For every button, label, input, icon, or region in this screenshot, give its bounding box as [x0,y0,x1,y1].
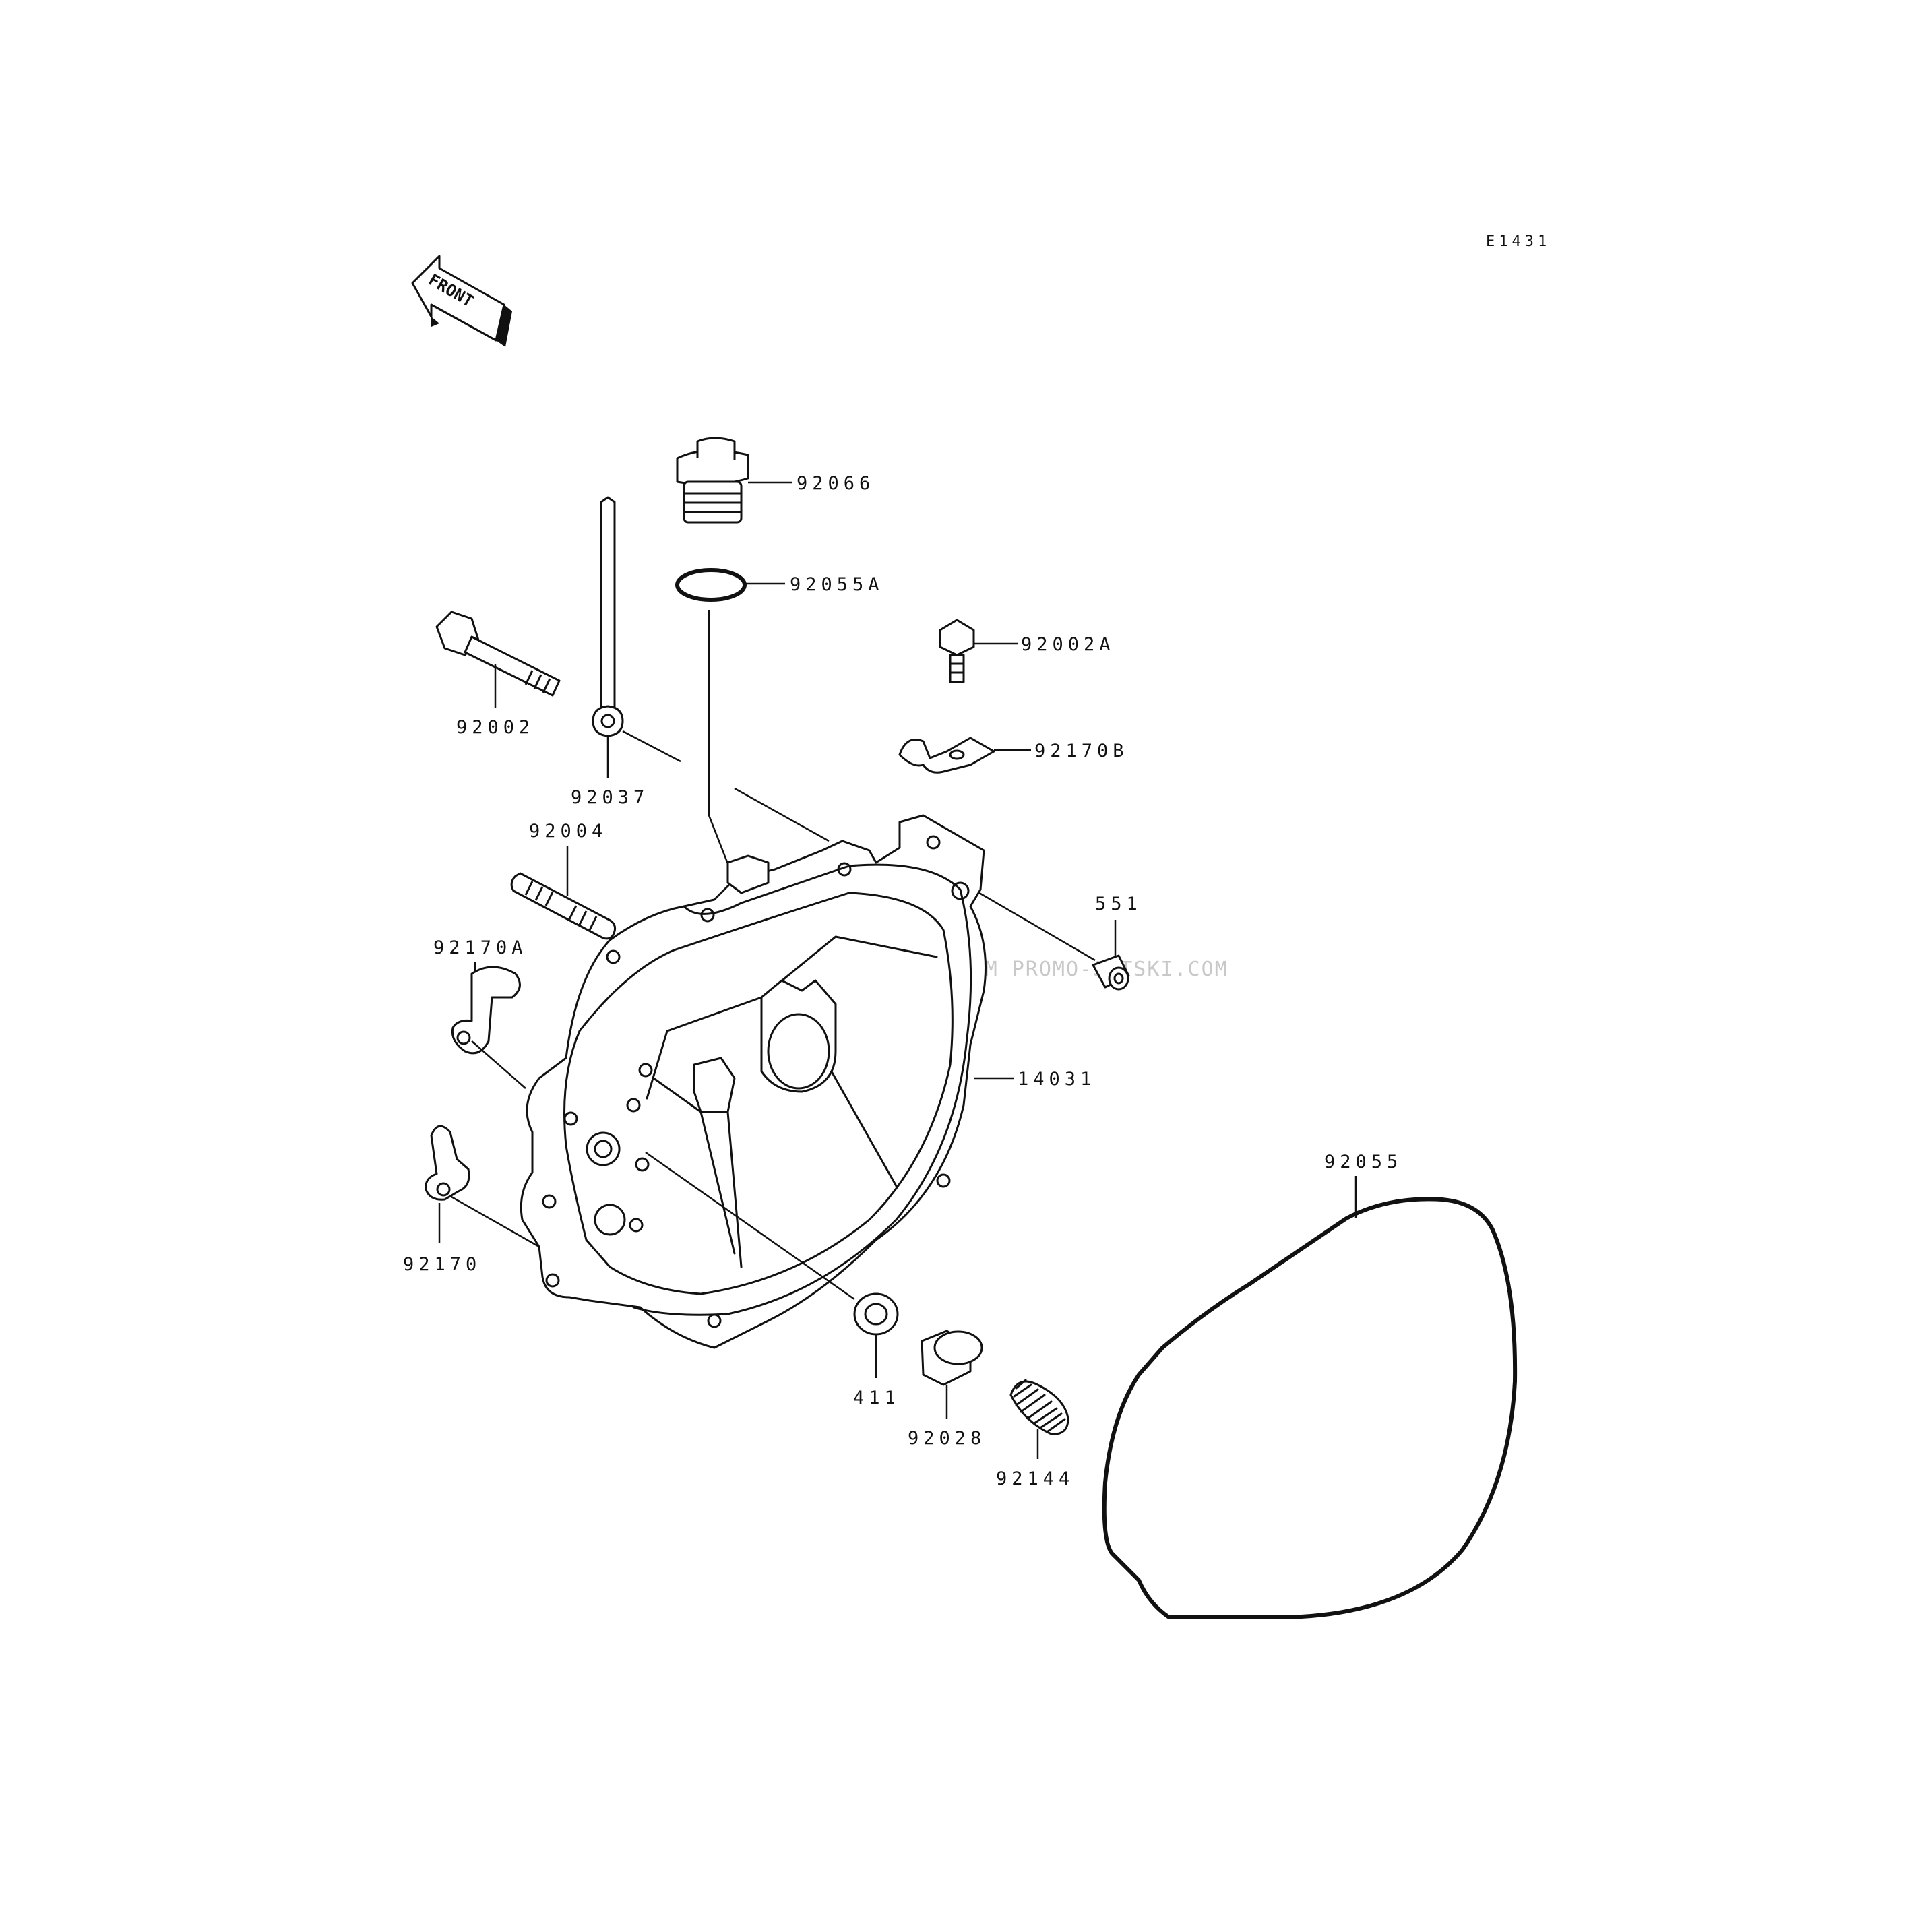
assembly-line-92037-a [622,730,681,763]
assembly-line-92037-b [734,787,830,842]
bolt-92002-icon [435,611,561,697]
collar-551-icon [1092,954,1130,991]
part-label-92037: 92037 [571,787,649,808]
assembly-line-92170a [471,1040,526,1089]
assembly-line-411 [645,1151,855,1301]
part-label-92055a: 92055A [790,574,884,595]
clamp-92170-icon [425,1125,470,1201]
dipstick-92037-icon [592,496,624,737]
part-label-92002a: 92002A [1021,634,1115,655]
bushing-92028-icon [921,1330,983,1386]
assembly-line-92170 [449,1195,540,1248]
assembly-line-551 [975,890,1096,962]
part-label-92028: 92028 [908,1428,986,1449]
clamp-92170b-icon [898,737,995,774]
cover-14031-icon [520,814,987,1349]
part-label-92170a: 92170A [433,937,528,958]
assembly-line-92055a [708,610,739,890]
part-label-92004: 92004 [529,821,607,842]
o-ring-92055a-icon [675,568,747,602]
washer-411-icon [853,1292,899,1336]
bolt-92002a-icon [939,619,975,683]
clamp-92170a-icon [451,966,521,1055]
part-label-92055: 92055 [1324,1152,1402,1173]
part-label-551: 551 [1095,894,1142,914]
part-label-92002: 92002 [456,717,534,738]
part-label-92066: 92066 [797,473,875,494]
stud-92004-icon [510,872,616,940]
part-label-92170: 92170 [403,1254,481,1275]
part-label-92170b: 92170B [1034,741,1129,761]
front-arrow-icon: FRONT [411,255,512,347]
part-label-14031: 14031 [1018,1069,1096,1090]
part-label-411: 411 [853,1388,900,1408]
diagram-code: E1431 [1486,233,1551,250]
plug-92066-icon [676,437,749,524]
spring-92144-icon [1009,1379,1069,1435]
part-label-92144: 92144 [996,1468,1074,1489]
gasket-92055-icon [1102,1197,1518,1619]
